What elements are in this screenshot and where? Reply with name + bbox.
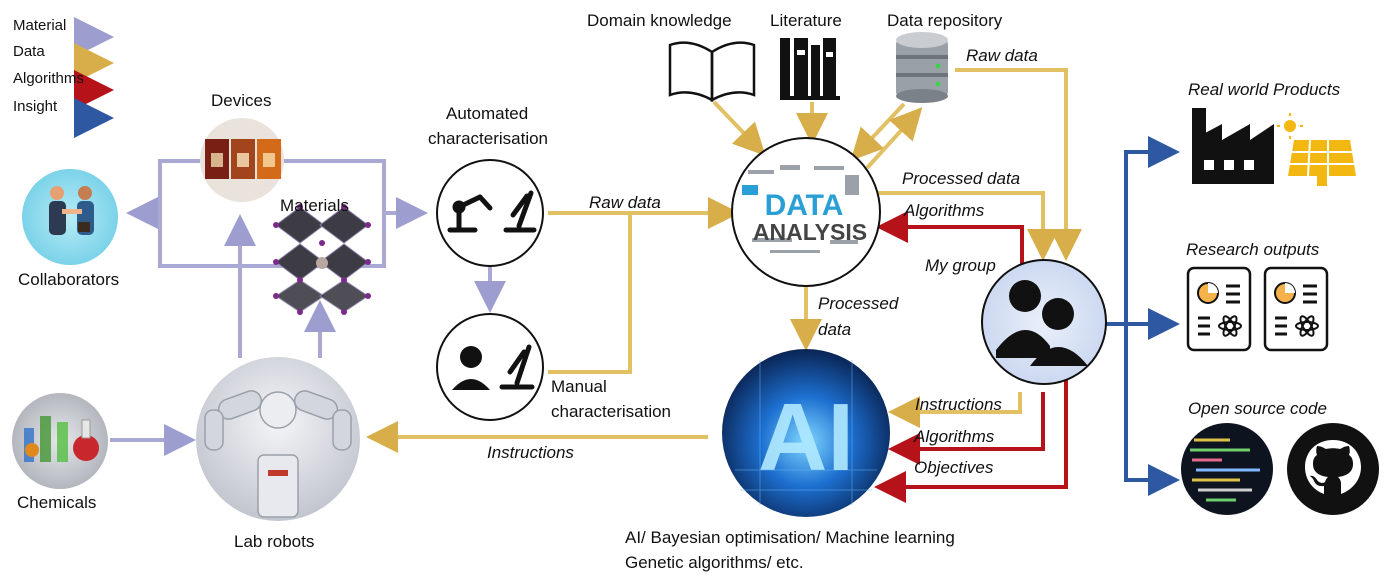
manual-characterisation-node (436, 313, 544, 421)
flow-label-algorithms-ai: Algorithms (914, 427, 995, 446)
atom-icon-2 (1295, 315, 1319, 337)
data-flow-manual-raw (548, 213, 632, 374)
algorithm-flow-group-to-ai (888, 392, 1045, 465)
group-people-icon (996, 280, 1088, 366)
word-cloud-analysis: ANALYSIS (753, 219, 867, 245)
literature-icon (780, 38, 840, 100)
legend-insight-label: Insight (13, 98, 58, 115)
data-flow-repo-down (850, 102, 906, 161)
code-screen-icon (1181, 423, 1273, 515)
ai-label-line1: AI/ Bayesian optimisation/ Machine learn… (625, 528, 955, 547)
lab-robots-label: Lab robots (234, 532, 315, 551)
flow-label-instructions-group: Instructions (915, 395, 1002, 414)
flow-label-instructions-robots: Instructions (487, 443, 574, 462)
flow-label-processed-ai-2: data (818, 320, 852, 339)
manual-label-line1: Manual (551, 377, 607, 396)
handshake-icon (49, 186, 94, 235)
robot-arm-icon (447, 194, 493, 233)
github-icon (1287, 423, 1379, 515)
data-analysis-node: DATA ANALYSIS (731, 137, 881, 287)
automated-label-line2: characterisation (428, 129, 549, 148)
factory-icon (1192, 108, 1274, 184)
microscope-icon-manual (499, 344, 535, 390)
data-flow-repo-up (865, 107, 923, 170)
data-repository-label: Data repository (887, 11, 1003, 30)
legend-material-label: Material (13, 17, 67, 34)
automated-characterisation-node (436, 159, 544, 267)
domain-knowledge-label: Domain knowledge (587, 11, 732, 30)
flow-label-objectives: Objectives (914, 458, 994, 477)
device-samples-image (205, 139, 281, 179)
flow-label-processed-data-group: Processed data (902, 169, 1021, 188)
insight-flows (1106, 136, 1180, 496)
word-cloud-data: DATA (765, 189, 844, 222)
insight-flow-code (1124, 324, 1180, 496)
collaborators-node (22, 169, 118, 265)
insight-flow-products (1124, 136, 1180, 324)
legend (12, 17, 114, 138)
devices-label: Devices (211, 91, 272, 110)
ai-node: AI (722, 349, 890, 517)
collaborators-label: Collaborators (18, 270, 120, 289)
flow-label-raw-data-repo: Raw data (966, 46, 1038, 65)
word-cloud-background (742, 165, 859, 253)
flow-label-algorithms-group: Algorithms (904, 201, 985, 220)
my-group-node (981, 259, 1107, 385)
material-flows (110, 159, 506, 456)
ai-label-line2: Genetic algorithms/ etc. (625, 553, 804, 572)
material-flow-devices-loop (158, 159, 386, 268)
chemicals-label: Chemicals (17, 493, 97, 512)
data-flow-book (712, 100, 766, 156)
legend-data-label: Data (13, 43, 45, 60)
data-flows (366, 68, 1082, 453)
flow-label-raw-data-char: Raw data (589, 193, 661, 212)
real-world-products-label: Real world Products (1188, 80, 1341, 99)
ai-logo: AI (758, 384, 854, 491)
objective-flow-group-to-ai (874, 380, 1068, 503)
algorithm-flows (874, 211, 1068, 503)
research-output-doc-1 (1186, 266, 1252, 352)
book-icon (668, 41, 756, 103)
materials-label: Materials (280, 196, 349, 215)
algorithm-flow-group-to-analysis (876, 211, 1024, 266)
data-flow-instructions-group-to-ai (888, 392, 1022, 428)
devices-node (200, 118, 284, 202)
flasks-icon (24, 416, 99, 462)
microscope-icon (503, 190, 537, 233)
perovskite-structure-image (273, 204, 371, 315)
robot-icon (204, 390, 352, 518)
flow-label-processed-ai-1: Processed (818, 294, 899, 313)
data-flow-processed-to-group (876, 191, 1059, 261)
legend-algorithms-label: Algorithms (13, 70, 84, 87)
ai-grid-lines (735, 360, 877, 505)
literature-label: Literature (770, 11, 842, 30)
research-output-doc-2 (1263, 266, 1329, 352)
scientist-icon (452, 346, 490, 390)
research-outputs-label: Research outputs (1186, 240, 1320, 259)
manual-label-line2: characterisation (551, 402, 672, 421)
automated-label-line1: Automated (446, 104, 529, 123)
open-source-code-label: Open source code (1188, 399, 1327, 418)
lab-robots-node (196, 357, 360, 521)
solar-panel-icon (1277, 113, 1356, 186)
atom-icon-1 (1218, 315, 1242, 337)
chemicals-node (12, 393, 108, 489)
database-icon (896, 32, 948, 103)
data-flow-raw-repo-to-group (955, 68, 1082, 261)
my-group-label: My group (925, 256, 996, 275)
